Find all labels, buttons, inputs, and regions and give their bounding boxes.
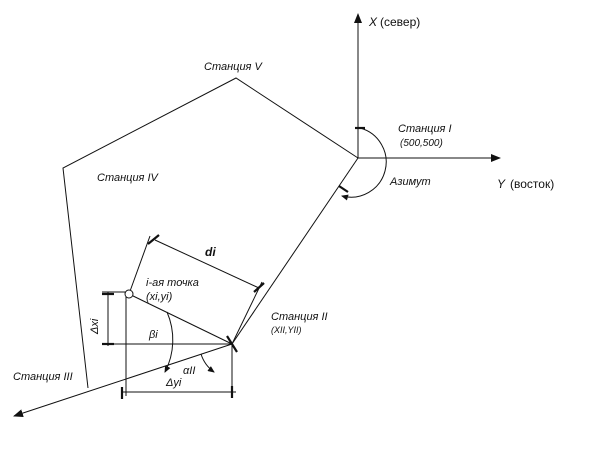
distance-ext-2 bbox=[231, 281, 263, 345]
line-to-point bbox=[128, 293, 233, 345]
distance-label: di bbox=[205, 245, 216, 259]
station-1-label: Станция I bbox=[398, 123, 452, 135]
azimuth-label: Азимут bbox=[389, 176, 431, 188]
point-coords: (xi,yi) bbox=[146, 291, 173, 303]
beta-arc bbox=[164, 311, 174, 373]
point-label: i-ая точка bbox=[146, 277, 199, 289]
y-axis-sub: (восток) bbox=[510, 177, 554, 191]
alpha-label: αII bbox=[183, 365, 195, 377]
beta-label: βi bbox=[148, 329, 158, 341]
station-2-label: Станция II bbox=[271, 311, 328, 323]
traverse-leg-2-3 bbox=[13, 343, 233, 417]
x-axis-sub: (север) bbox=[380, 15, 420, 29]
azimuth-arc bbox=[341, 127, 387, 201]
station-5-label: Станция V bbox=[204, 61, 263, 73]
traverse-leg-1-2 bbox=[231, 157, 359, 345]
traverse-polygon bbox=[62, 77, 359, 389]
station-4-label: Станция IV bbox=[97, 172, 160, 184]
x-axis-label: X bbox=[368, 15, 378, 29]
delta-x-label: Δxi bbox=[89, 318, 101, 335]
distance-ext-1 bbox=[128, 235, 151, 295]
alpha-arc bbox=[200, 353, 215, 373]
delta-y-label: Δyi bbox=[165, 377, 182, 389]
tick-marks bbox=[102, 126, 365, 399]
distance-dimension bbox=[154, 239, 260, 289]
station-2-coords: (XII,YII) bbox=[271, 325, 302, 335]
point-i-marker bbox=[124, 289, 134, 299]
station-3-label: Станция III bbox=[13, 371, 73, 383]
station-1-coords: (500,500) bbox=[400, 138, 443, 149]
y-axis-label: Y bbox=[497, 177, 506, 191]
